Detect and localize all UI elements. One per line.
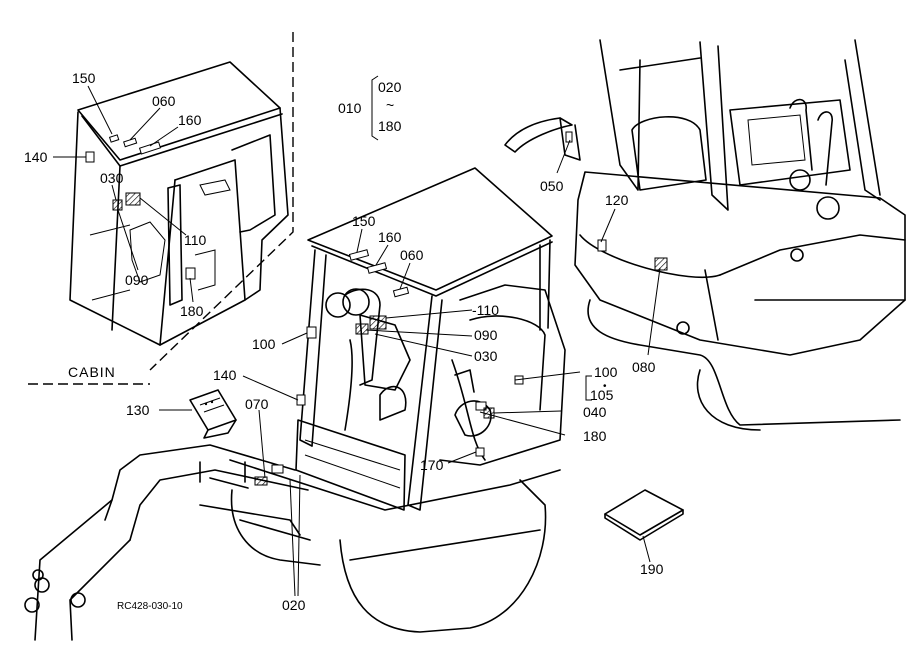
callout-060-cabin: 060 [152, 93, 176, 109]
callout-180-main: 180 [583, 428, 607, 444]
cabin-section-label: CABIN [68, 364, 116, 380]
handrail-part [504, 117, 581, 161]
plate-130 [189, 389, 237, 439]
range-from-020: 020 [378, 79, 402, 95]
callout-110-main: -110 [472, 302, 499, 318]
callout-100-main: 100 [252, 336, 276, 352]
callout-070: 070 [245, 396, 269, 412]
callout-170: 170 [420, 457, 444, 473]
callout-140-cabin: 140 [24, 149, 48, 165]
range-tilde: ~ [386, 97, 394, 113]
callout-190: 190 [640, 561, 664, 577]
callout-040: 040 [583, 404, 607, 420]
callout-140-main: 140 [213, 367, 237, 383]
rear-machine-illustration [574, 39, 906, 431]
group-dot: • [603, 381, 607, 392]
callout-150-main: 150 [352, 213, 376, 229]
callout-030-cabin: 030 [100, 170, 124, 186]
callout-060-main: 060 [400, 247, 424, 263]
group-105: 105 [590, 387, 614, 403]
range-lead-010: 010 [338, 100, 362, 116]
callout-130: 130 [126, 402, 150, 418]
callout-180-cabin: 180 [180, 303, 204, 319]
callout-110-cabin: 110 [184, 232, 207, 248]
callout-120: 120 [605, 192, 629, 208]
range-to-180: 180 [378, 118, 402, 134]
callout-030-main: 030 [474, 348, 498, 364]
cabin-boundary-vertical [149, 32, 294, 371]
callout-160-main: 160 [378, 229, 402, 245]
callout-labels: 150 060 160 140 030 110 090 180 CABIN 01… [24, 70, 664, 613]
callout-050: 050 [540, 178, 564, 194]
callout-020: 020 [282, 597, 306, 613]
group-100: 100 [594, 364, 618, 380]
callout-150-cabin: 150 [72, 70, 96, 86]
callout-080: 080 [632, 359, 656, 375]
callout-160-cabin: 160 [178, 112, 202, 128]
cabin-illustration [69, 61, 289, 346]
manual-190 [604, 489, 684, 541]
reference-code: RC428-030-10 [117, 601, 183, 612]
callout-090-main: 090 [474, 327, 498, 343]
callout-090-cabin: 090 [125, 272, 149, 288]
main-excavator-illustration [24, 167, 566, 641]
leader-lines [53, 75, 661, 597]
